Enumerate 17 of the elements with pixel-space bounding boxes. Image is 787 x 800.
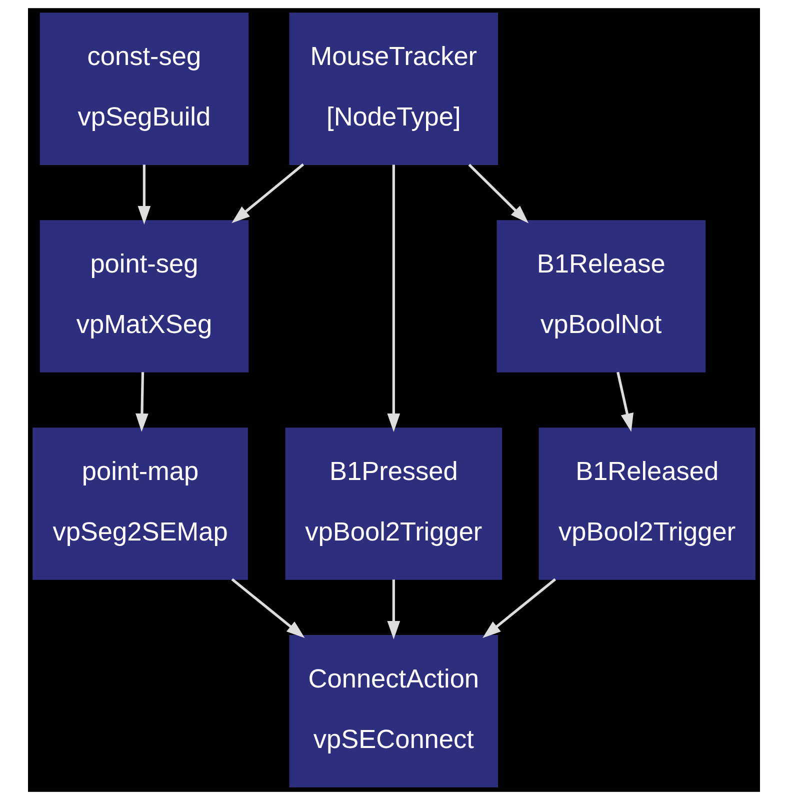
node-box: const-seg vpSegBuild [39, 12, 248, 165]
node-box: MouseTracker [NodeType] [288, 12, 498, 165]
node-box: ConnectAction vpSEConnect [288, 635, 498, 788]
node-box: B1Released vpBool2Trigger [538, 428, 755, 580]
arrow [468, 164, 528, 224]
node-box: B1Pressed vpBool2Trigger [284, 428, 502, 580]
arrow [137, 164, 150, 224]
arrow [616, 372, 633, 432]
arrow [230, 578, 304, 638]
arrow [386, 580, 400, 640]
node-box: point-seg vpMatXSeg [39, 220, 248, 372]
arrow [135, 372, 148, 432]
arrow [231, 163, 304, 224]
node-box: point-map vpSeg2SEMap [32, 428, 248, 580]
arrow [386, 164, 400, 432]
node-box: B1Release vpBoolNot [496, 220, 706, 372]
arrow [482, 578, 556, 638]
